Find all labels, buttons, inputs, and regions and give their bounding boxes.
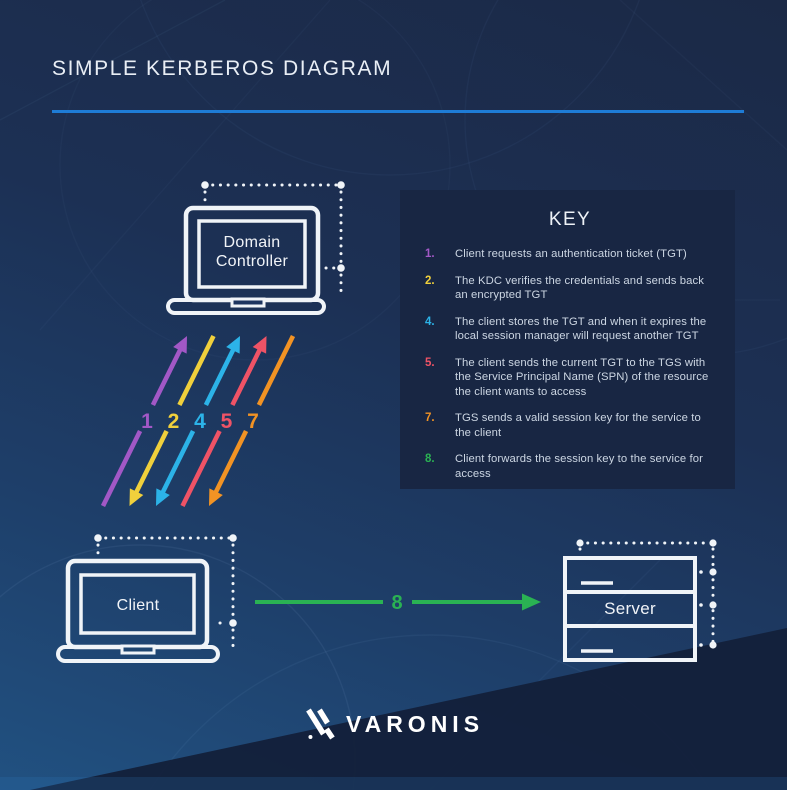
server-rack-icon — [563, 556, 697, 662]
laptop-icon — [166, 205, 326, 315]
domain-controller-icon — [166, 181, 345, 315]
dotted-frame — [94, 534, 237, 649]
arrow-line-4 — [203, 346, 237, 407]
background-wedge — [30, 628, 787, 790]
arrow-number-5: 5 — [221, 410, 233, 433]
client-label: Client — [116, 597, 160, 614]
key-item-number: 4. — [425, 315, 435, 328]
key-item-text: The KDC verifies the credentials and sen… — [455, 274, 704, 302]
arrow-line-1 — [100, 429, 143, 508]
arrowhead-up-5 — [252, 336, 267, 354]
arrow-number-2: 2 — [168, 410, 180, 433]
key-item-number: 2. — [425, 274, 435, 287]
varonis-logo: VARONIS — [303, 707, 484, 741]
key-item: 5. The client sends the current TGT to t… — [425, 356, 715, 400]
varonis-logo-icon — [305, 708, 335, 740]
page-title: SIMPLE KERBEROS DIAGRAM — [52, 57, 393, 80]
key-item: 2. The KDC verifies the credentials and … — [425, 274, 715, 303]
arrow-line-5 — [230, 346, 263, 407]
arrow-number-4: 4 — [194, 410, 206, 433]
arrow-line-2 — [177, 334, 216, 407]
arrowhead-down-4 — [156, 488, 170, 506]
key-item-text: Client requests an authentication ticket… — [455, 248, 687, 260]
key-item: 1. Client requests an authentication tic… — [425, 247, 715, 262]
transfer-arrow: 8 — [255, 592, 541, 614]
server-icon — [563, 539, 717, 662]
key-item-number: 5. — [425, 356, 435, 369]
arrow-line-7 — [256, 334, 296, 407]
key-item-number: 1. — [425, 248, 435, 260]
arrow-line-5 — [180, 429, 222, 508]
arrow-number-7: 7 — [247, 410, 259, 433]
client-icon — [56, 534, 237, 663]
background-bottom-band — [0, 777, 787, 790]
server-label: Server — [604, 599, 656, 618]
arrow-line-1 — [150, 346, 184, 407]
arrow-line-4 — [159, 429, 196, 496]
arrow-number-1: 1 — [141, 410, 153, 433]
dotted-frame — [576, 539, 717, 649]
key-panel: KEY 1. Client requests an authentication… — [400, 190, 735, 489]
key-item-text: The client sends the current TGT to the … — [455, 356, 709, 398]
varonis-logo-text: VARONIS — [345, 710, 485, 737]
key-item: 7. TGS sends a valid session key for the… — [425, 411, 715, 440]
domain-controller-label: Domain Controller — [215, 234, 289, 270]
key-item-number: 7. — [425, 412, 435, 424]
arrowhead-right-8 — [522, 593, 541, 611]
key-item: 4. The client stores the TGT and when it… — [425, 315, 715, 344]
arrow-line-2 — [133, 429, 169, 496]
laptop-icon — [56, 558, 220, 663]
key-item-text: Client forwards the session key to the s… — [455, 453, 703, 480]
title-underline — [52, 110, 744, 113]
key-title: KEY — [548, 209, 592, 230]
key-item-number: 8. — [425, 453, 435, 465]
key-item: 8. Client forwards the session key to th… — [425, 452, 715, 481]
dotted-frame — [201, 181, 345, 294]
arrowhead-down-2 — [129, 488, 144, 506]
key-item-text: The client stores the TGT and when it ex… — [455, 315, 707, 343]
arrow-line-7 — [212, 429, 249, 496]
arrowhead-down-7 — [209, 488, 223, 506]
arrowhead-up-1 — [173, 336, 187, 354]
transfer-number: 8 — [391, 592, 402, 614]
arrowhead-up-4 — [226, 336, 240, 354]
key-item-text: TGS sends a valid session key for the se… — [455, 412, 701, 439]
